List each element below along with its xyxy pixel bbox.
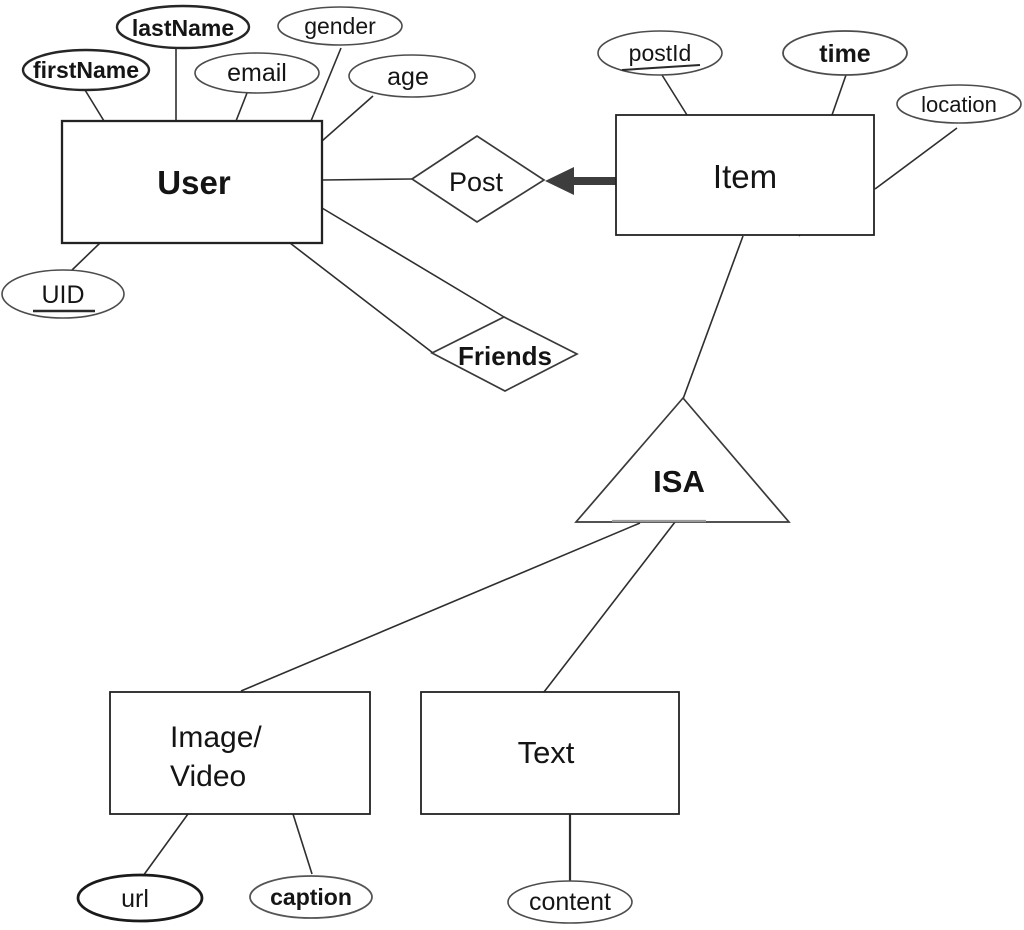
- lastname-ellipse: [115, 4, 251, 50]
- connector-user-post: [321, 178, 413, 181]
- attribute-url: url: [76, 873, 204, 923]
- connector-location-item: [874, 127, 958, 190]
- age-ellipse: [348, 54, 476, 98]
- user-label: User: [157, 164, 231, 201]
- connector-user-friends-1: [321, 207, 505, 318]
- entity-text: Text: [420, 691, 680, 815]
- image-video-rect: [109, 691, 371, 815]
- attribute-caption: caption: [249, 875, 373, 919]
- attribute-firstname: firstName: [21, 48, 151, 92]
- image-video-label-line1: Image/: [170, 721, 262, 754]
- item-label: Item: [713, 158, 777, 195]
- location-ellipse: [896, 84, 1022, 124]
- content-label: content: [529, 888, 611, 916]
- item-rect: [615, 114, 875, 236]
- email-ellipse: [194, 52, 320, 94]
- attribute-content: content: [507, 880, 633, 924]
- post-label: Post: [449, 167, 504, 197]
- attribute-location: location: [896, 84, 1022, 124]
- attribute-email: email: [194, 52, 320, 94]
- attribute-gender: gender: [277, 6, 403, 46]
- isa-triangle-group: ISA: [574, 396, 791, 523]
- gender-ellipse: [277, 6, 403, 46]
- postid-ellipse: [597, 30, 723, 76]
- connector-time-item: [831, 74, 847, 116]
- time-ellipse: [782, 30, 908, 76]
- connector-firstname-user: [84, 89, 105, 122]
- entity-user: User: [60, 119, 324, 245]
- lastname-label: lastName: [132, 15, 234, 41]
- connector-imagevideo-url: [142, 813, 189, 877]
- isa-label: ISA: [653, 464, 705, 499]
- connector-gender-user: [310, 47, 342, 122]
- connector-isa-imagevideo: [240, 522, 641, 692]
- text-rect: [420, 691, 680, 815]
- attribute-age: age: [348, 54, 476, 98]
- item-to-post-arrow-icon: [545, 167, 616, 195]
- firstname-ellipse: [21, 48, 151, 92]
- content-ellipse: [507, 880, 633, 924]
- entity-item: Item: [615, 114, 875, 236]
- url-label: url: [121, 885, 149, 913]
- postid-label: postId: [629, 40, 692, 66]
- email-label: email: [227, 59, 287, 87]
- connector-imagevideo-caption: [292, 813, 313, 875]
- connector-uid-user: [70, 242, 101, 272]
- age-label: age: [387, 63, 429, 91]
- attribute-uid: UID: [1, 269, 125, 319]
- connector-user-friends-2: [289, 242, 434, 354]
- uid-ellipse: [1, 269, 125, 319]
- connector-postid-item: [661, 74, 688, 116]
- attribute-lastname: lastName: [115, 4, 251, 50]
- attribute-postid: postId: [597, 30, 723, 76]
- user-rect: [60, 119, 324, 245]
- firstname-label: firstName: [33, 57, 139, 83]
- time-label: time: [819, 40, 871, 68]
- uid-label: UID: [41, 281, 84, 309]
- location-label: location: [921, 92, 997, 117]
- attribute-time: time: [782, 30, 908, 76]
- friends-label: Friends: [458, 341, 552, 371]
- image-video-label-line2: Video: [170, 760, 246, 793]
- url-ellipse: [76, 873, 204, 923]
- connector-email-user: [235, 92, 248, 122]
- isa-triangle: [574, 396, 791, 523]
- connector-age-user: [321, 95, 374, 142]
- relationship-friends: Friends: [430, 316, 579, 392]
- postid-key-underline: [621, 64, 701, 71]
- text-label: Text: [518, 735, 575, 770]
- connector-item-isa: [682, 235, 744, 400]
- entity-image-video: Image/ Video: [109, 691, 371, 815]
- caption-ellipse: [249, 875, 373, 919]
- relationship-post: Post: [410, 134, 546, 224]
- post-diamond: [410, 134, 546, 224]
- connector-isa-text: [543, 521, 676, 693]
- connector-lines: [70, 47, 958, 882]
- caption-label: caption: [270, 884, 352, 910]
- gender-label: gender: [304, 13, 376, 39]
- friends-diamond: [430, 316, 579, 392]
